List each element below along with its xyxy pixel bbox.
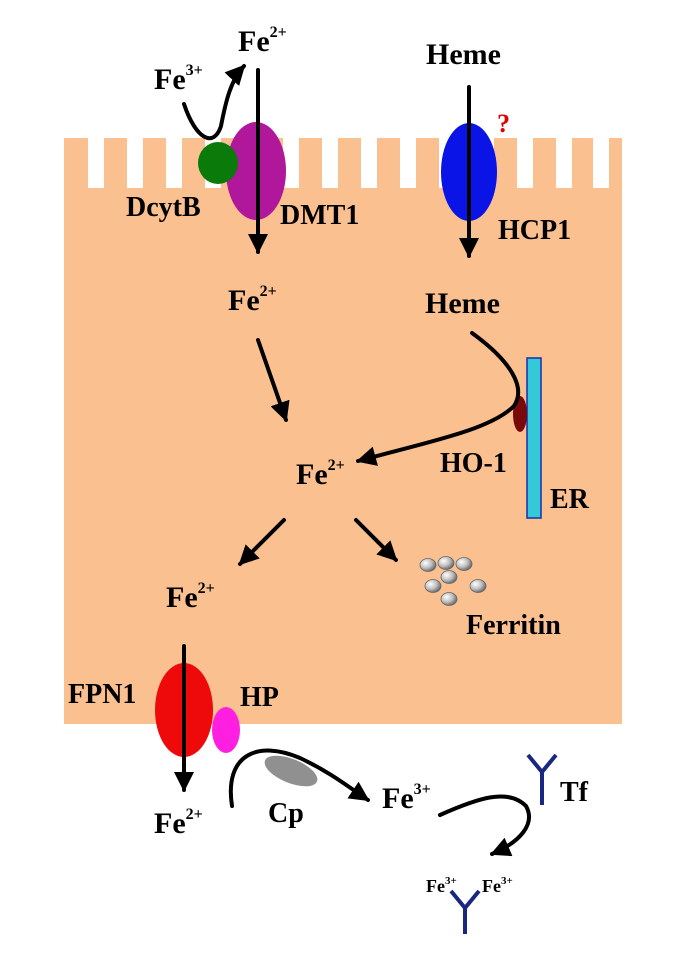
arrow-fe2-to-pool — [256, 338, 290, 422]
label-fe3-top: Fe3+ — [154, 62, 203, 96]
label-tf-fe3-left: Fe3+ — [426, 875, 457, 896]
label-fpn1: FPN1 — [68, 679, 136, 710]
label-tf: Tf — [560, 777, 589, 808]
label-fe2-lower: Fe2+ — [166, 580, 215, 614]
enterocyte-cell — [64, 138, 622, 724]
er-membrane — [526, 357, 542, 519]
label-er: ER — [550, 484, 590, 515]
ferritin-particles — [419, 556, 487, 606]
label-fe2-center: Fe2+ — [296, 457, 345, 491]
label-hcp1: HCP1 — [498, 215, 571, 246]
label-fe2-mid: Fe2+ — [228, 283, 277, 317]
arrow-tf-loading — [438, 794, 531, 857]
transferrin-loaded — [449, 889, 481, 934]
question-mark: ? — [497, 109, 510, 138]
label-cp: Cp — [268, 798, 304, 829]
arrow-ferroxidation — [228, 748, 370, 808]
label-dmt1: DMT1 — [280, 200, 359, 231]
label-fe3-bottom: Fe3+ — [382, 781, 431, 815]
label-fe2-bottom: Fe2+ — [154, 806, 203, 840]
label-fe2-top: Fe2+ — [238, 24, 287, 58]
hp-hephaestin — [212, 707, 240, 753]
arrow-heme-degradation — [356, 331, 521, 466]
label-ho1: HO-1 — [440, 448, 507, 479]
label-dcytb: DcytB — [126, 192, 201, 223]
label-tf-fe3-right: Fe3+ — [482, 875, 513, 896]
cp-ceruloplasmin — [264, 755, 318, 787]
label-ferritin: Ferritin — [466, 610, 561, 641]
dcytb-reductase — [198, 142, 238, 184]
transferrin-receptor-top — [526, 753, 558, 805]
arrow-fe3-reduction — [182, 64, 246, 141]
label-hp: HP — [240, 682, 279, 713]
arrow-pool-to-ferritin — [354, 518, 398, 562]
arrow-pool-to-export — [238, 518, 286, 566]
label-heme-mid: Heme — [425, 287, 500, 320]
label-heme-top: Heme — [426, 38, 501, 71]
